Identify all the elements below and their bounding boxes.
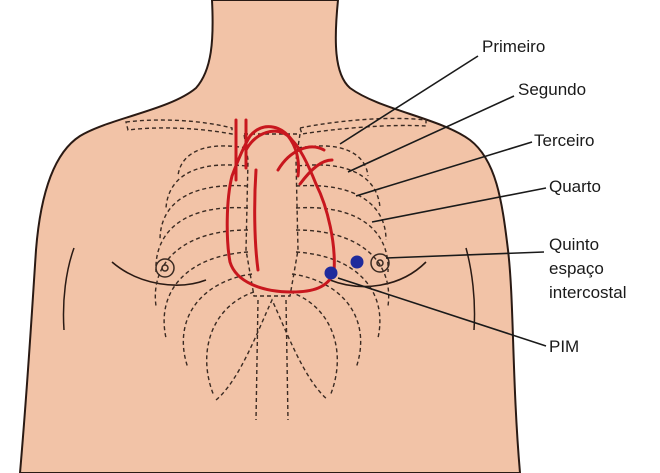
label-fifth-space-line3: intercostal (549, 282, 626, 304)
pim-dot (351, 256, 364, 269)
label-fifth-space-line1: Quinto (549, 234, 599, 256)
label-third-space: Terceiro (534, 130, 594, 152)
pim-dot (325, 267, 338, 280)
label-second-space: Segundo (518, 79, 586, 101)
label-fifth-space-line2: espaço (549, 258, 604, 280)
label-pim: PIM (549, 336, 579, 358)
label-first-space: Primeiro (482, 36, 545, 58)
label-fourth-space: Quarto (549, 176, 601, 198)
torso-silhouette (20, 0, 520, 473)
